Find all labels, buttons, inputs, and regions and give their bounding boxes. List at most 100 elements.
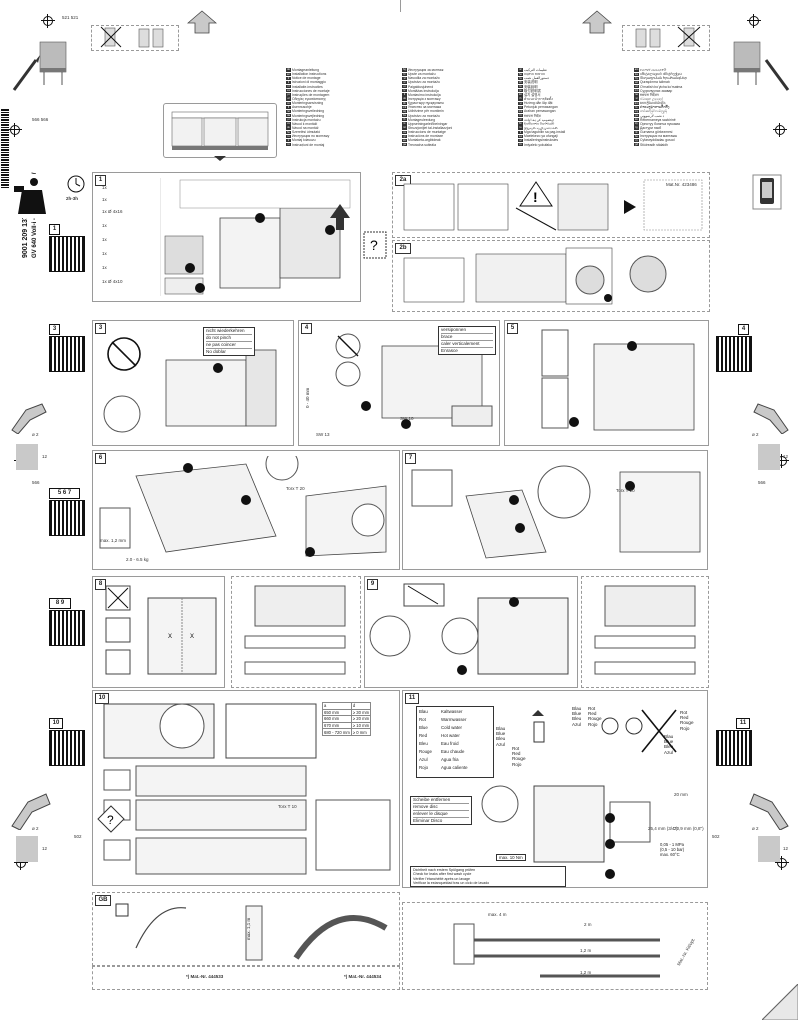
top-left-sketch: [100, 26, 164, 48]
color-label: Blau: [496, 726, 506, 731]
step-number: GB: [95, 895, 111, 906]
language-flag: ku: [634, 118, 639, 122]
language-flag: mk: [402, 105, 407, 109]
step-8-illustration: X X: [105, 585, 217, 675]
language-title: Montāžas instrukcija: [408, 88, 439, 93]
language-title: Rêbernameya sazkirinê: [640, 117, 676, 122]
color-label: Azul: [496, 741, 505, 747]
language-title: Montavimo instrukcija: [408, 92, 441, 97]
accessory-matnr: *) Mat.-Nr. 444534: [344, 974, 382, 979]
thread-size: 25,4 mm (3/4"): [648, 826, 678, 831]
color-labels-blue: Blau Blue Bleu Azul: [572, 706, 581, 727]
drill-diameter: ø 2: [752, 826, 759, 831]
step-8-detail: [244, 585, 346, 675]
language-title: Uputstvo za montažu: [408, 80, 440, 85]
drill-depth: 12: [783, 454, 789, 459]
language-flag: bs: [402, 113, 407, 118]
table-header: a: [322, 702, 352, 710]
language-flag: cy: [634, 138, 639, 143]
color-label: Rouge: [588, 716, 602, 722]
drill-diameter: ø 2: [32, 826, 39, 831]
language-title: Asennusohje: [292, 105, 312, 110]
language-flag: az: [634, 80, 639, 85]
language-flag: bg: [402, 68, 407, 72]
wrench-size: SW 10: [400, 416, 414, 421]
language-flag: lv: [402, 89, 407, 93]
hose-type: Cold water: [441, 725, 462, 730]
leak-check-note: Dichtheit nach erstem Spülgang prüfen Ch…: [410, 866, 566, 888]
step-number: 7: [405, 453, 416, 464]
table-cell: 670 mm: [322, 721, 352, 730]
hose-color: Azul: [419, 757, 428, 762]
step-1-illustration: [160, 178, 351, 296]
hose-length: 1,2 m: [580, 970, 592, 975]
drill-icon: [11, 403, 47, 434]
language-title: Installation instructions: [292, 72, 327, 77]
language-flag: km: [634, 101, 639, 105]
language-flag: sv: [286, 101, 291, 105]
drill-depth: 12: [783, 846, 789, 851]
language-flag: sw: [518, 134, 523, 138]
leak-check-line: Verificar la estanqueidad tras un ciclo …: [413, 880, 490, 885]
disc-label: enlever le disque: [413, 811, 469, 818]
language-flag: fi: [286, 105, 291, 109]
language-flag: uk: [402, 97, 407, 101]
step-4-illustration: [335, 333, 493, 429]
barcode: [1, 108, 9, 188]
language-flag: hr: [402, 72, 407, 76]
table-cell: ≥ 30 mm: [350, 708, 372, 717]
qr-label: 11: [736, 718, 750, 729]
language-flag: ps: [634, 113, 639, 118]
color-label: Red: [680, 715, 689, 721]
language-title: Arahan pemasangan: [524, 109, 556, 114]
svg-text:X: X: [190, 634, 194, 640]
table-cell: ≥ 0 mm: [350, 728, 372, 736]
language-flag: th: [518, 97, 523, 101]
step-2b-illustration: [403, 247, 667, 305]
hose-max-height: max. 1,1 m: [246, 917, 251, 940]
top-right-sketch: [635, 26, 701, 48]
language-title: Montageanleitung: [292, 68, 319, 72]
language-title: Hướng dẫn lắp đặt: [524, 101, 553, 106]
hose-color: Bleu: [419, 741, 428, 746]
language-flag: lb: [402, 118, 407, 122]
torx-size: Torx T 20: [286, 486, 305, 491]
language-title: Notice de montage: [292, 76, 321, 81]
step-number: 6: [95, 453, 106, 464]
language-title: Installeringsinstruksies: [524, 138, 559, 143]
language-flag: ro: [286, 142, 291, 147]
disc-label: Scheibe entfernen: [413, 797, 469, 804]
language-title: Muntaketa-argibideak: [408, 138, 441, 143]
language-title: Instrucțiuni de montaj: [292, 142, 325, 147]
step-number: 10: [95, 693, 109, 704]
language-title: تعليمات التركيب: [524, 68, 547, 72]
language-title: Instrucciones de montaje: [292, 88, 330, 93]
language-title: நிறுவல் வழிமுறைகள்: [524, 125, 558, 130]
step-number: 3: [95, 323, 106, 334]
language-flag: uz: [634, 84, 639, 89]
side-panel-block: [758, 444, 780, 470]
drill-icon: [753, 403, 789, 434]
up-arrow-icon: [582, 10, 612, 34]
leak-check-line: Vérifier l'étanchéité après un lavage: [413, 876, 471, 881]
